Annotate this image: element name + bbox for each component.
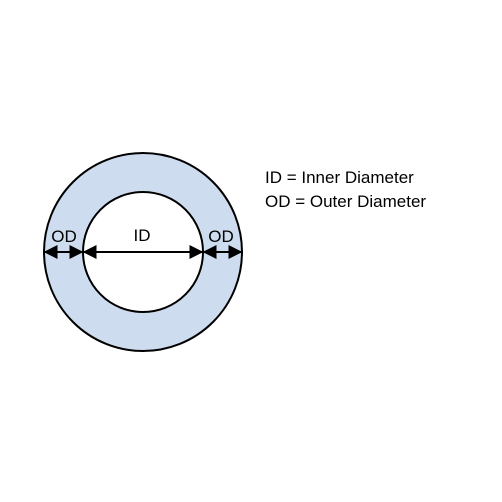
od-left-label: OD — [51, 227, 77, 246]
legend-od-definition: OD = Outer Diameter — [265, 192, 426, 211]
od-right-label: OD — [208, 227, 234, 246]
legend-id-definition: ID = Inner Diameter — [265, 168, 414, 187]
id-label: ID — [134, 226, 151, 245]
